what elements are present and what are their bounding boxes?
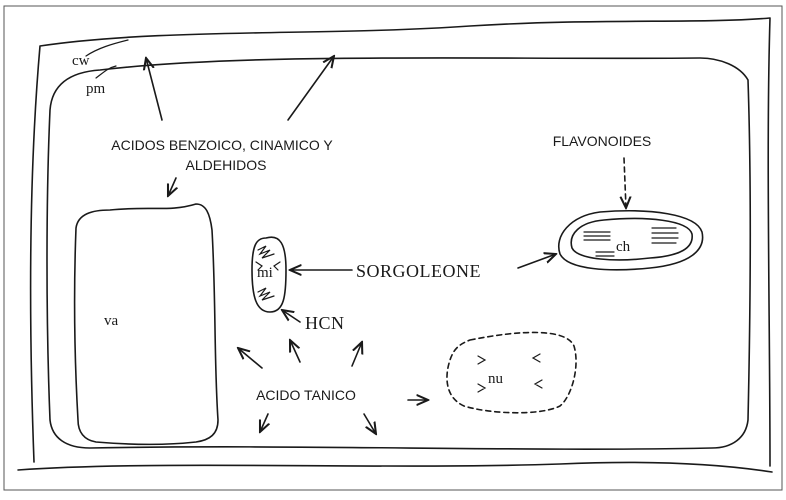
label-acidos-line2: ALDEHIDOS	[186, 157, 267, 173]
arrow-tanico-up-right	[352, 342, 362, 366]
label-sorgoleone: SORGOLEONE	[356, 261, 481, 281]
nucleus	[447, 332, 576, 412]
cell-wall-outline	[18, 18, 772, 472]
arrow-flavonoides-to-chloroplast	[624, 158, 626, 208]
arrow-tanico-up	[290, 340, 300, 362]
chloroplast	[559, 211, 703, 270]
arrow-tanico-down-left	[260, 414, 268, 432]
arrow-acidos-to-wall-right	[288, 56, 334, 120]
figure-border	[4, 6, 782, 490]
arrow-hcn-to-mitochondrion	[282, 310, 300, 322]
vacuole	[75, 204, 218, 444]
arrow-acidos-to-wall-left	[146, 58, 162, 120]
label-mi: mi	[257, 265, 273, 281]
label-acido-tanico: ACIDO TANICO	[256, 387, 356, 403]
arrow-tanico-down-right	[364, 414, 376, 434]
label-acidos-line1: ACIDOS BENZOICO, CINAMICO Y	[111, 137, 333, 153]
plasma-membrane-outline	[47, 58, 750, 449]
arrow-sorgoleone-to-chloroplast	[518, 254, 556, 268]
label-va: va	[104, 313, 119, 329]
label-nu: nu	[488, 371, 504, 387]
cw-leader-line	[86, 40, 128, 56]
label-hcn: HCN	[305, 313, 345, 333]
arrow-tanico-up-left	[238, 348, 262, 368]
label-ch: ch	[616, 239, 631, 255]
arrow-acidos-to-vacuole	[168, 178, 176, 196]
label-flavonoides: FLAVONOIDES	[553, 133, 652, 149]
label-pm: pm	[86, 81, 106, 97]
